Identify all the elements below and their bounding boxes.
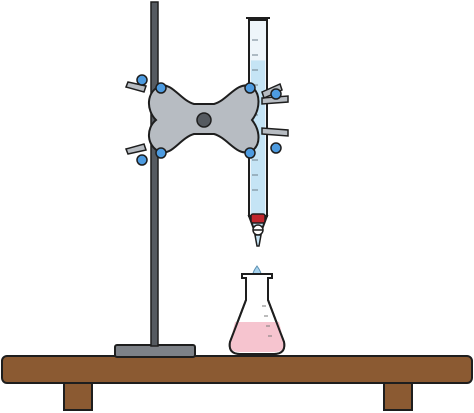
clamp-knob-icon[interactable] <box>136 154 148 166</box>
clamp-prong-left-bottom <box>124 143 147 155</box>
burette-tip <box>254 234 262 247</box>
flask-solution <box>229 322 285 352</box>
clamp-center-screw[interactable] <box>196 112 212 128</box>
clamp-knob-icon[interactable] <box>244 82 256 94</box>
stand-base <box>114 344 196 358</box>
bench-top <box>1 355 473 384</box>
clamp-knob-icon[interactable] <box>155 82 167 94</box>
clamp-knob-icon[interactable] <box>136 74 148 86</box>
clamp-knob-icon[interactable] <box>270 88 282 100</box>
stand-rod <box>150 1 159 347</box>
flask-outline-overlay <box>228 278 286 355</box>
erlenmeyer-flask <box>228 273 286 355</box>
bench-leg-right <box>383 379 413 411</box>
clamp-prong-right-bottom <box>261 127 289 137</box>
clamp-knob-icon[interactable] <box>155 147 167 159</box>
stopcock-icon[interactable] <box>250 213 266 236</box>
clamp-prong-left-top <box>124 81 147 93</box>
clamp-knob-icon[interactable] <box>270 142 282 154</box>
clamp-knob-icon[interactable] <box>244 147 256 159</box>
ring-stand <box>114 1 196 358</box>
lab-bench <box>1 355 473 411</box>
flask-graduations <box>262 305 272 337</box>
double-burette-clamp[interactable] <box>124 74 289 166</box>
bench-leg-left <box>63 379 93 411</box>
